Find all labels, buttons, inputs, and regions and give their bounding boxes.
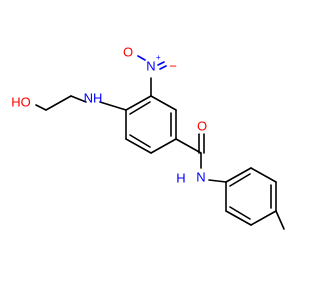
bond-ring2-inner-3: [229, 206, 251, 220]
amide-nitrogen-label: N: [196, 170, 205, 185]
bond-ring2-a: [225, 167, 252, 183]
hydroxyl-label: HO: [11, 95, 31, 110]
bond-ring1-d: [150, 138, 177, 154]
bond-methyl: [275, 210, 285, 230]
bond-ring-carbonyl: [175, 138, 202, 154]
bond-ring2-d: [250, 210, 277, 226]
bond-ring1-a: [125, 95, 152, 111]
nitro-oxygen-top-label: O: [123, 45, 133, 60]
bond-ring1-e: [125, 138, 152, 154]
nitro-nitrogen-label: N: [146, 59, 155, 74]
bond-ring2-b: [250, 167, 277, 183]
atom-labels: HO NH N + O − O N H: [11, 45, 207, 186]
amide-hydrogen-label: H: [176, 171, 185, 186]
bond-nh-ring: [99, 101, 127, 111]
bond-ring2-inner-1: [229, 173, 251, 187]
bond-n-ring2: [208, 179, 227, 183]
bond-c-c-chain: [45, 95, 72, 111]
bond-ho-c: [35, 104, 47, 111]
bond-ring1-inner-1: [129, 101, 151, 115]
amine-nh-label: NH: [84, 91, 103, 106]
bond-ring2-e: [225, 210, 252, 226]
bond-c-nh: [70, 95, 87, 103]
molecule-diagram: HO NH N + O − O N H: [11, 45, 285, 230]
bond-ring1-b: [150, 95, 177, 111]
nitro-oxygen-minus-label: −: [169, 59, 177, 74]
carbonyl-oxygen-label: O: [197, 119, 207, 134]
nitro-plus-charge: +: [156, 53, 161, 62]
bonds: [35, 55, 285, 230]
bond-nitro-o-top: [137, 55, 146, 61]
bond-nitro-o-right-1: [157, 61, 165, 66]
bond-ring1-inner-3: [129, 134, 151, 148]
bond-nitro-o-right-2: [159, 65, 167, 70]
